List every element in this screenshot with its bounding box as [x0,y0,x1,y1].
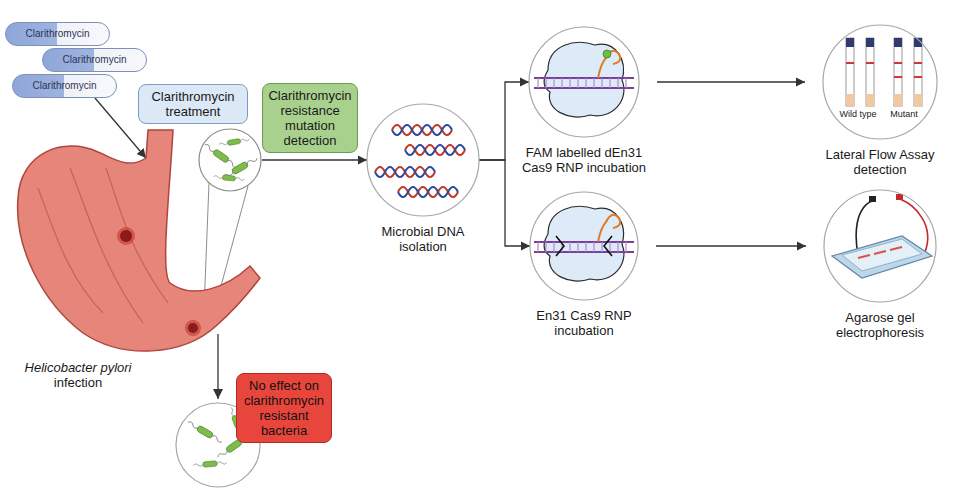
dna-strand [398,187,458,197]
process-box: Clarithromycin resistance mutation detec… [262,83,358,153]
dna-strand [375,167,435,177]
ulcer-halo [185,320,201,336]
strip-line [846,62,854,64]
process-box: No effect on clarithromycin resistant ba… [236,373,332,443]
outcome-arrow [217,334,218,399]
pill-capsule: Clarithromycin [5,22,110,46]
node-label: Wild type [835,109,881,120]
node-label: Helicobacter pylori infection [16,360,140,390]
strip-line [914,76,922,78]
strip [866,38,874,106]
bacterium [193,460,227,468]
gel-tray [832,236,932,278]
fam-label-dot [603,50,611,58]
dna-helices [375,125,465,197]
step-circle: Agarose gel electrophoresis [823,189,937,340]
plug [869,196,876,202]
cas9-complex [534,42,634,117]
node-label: Clarithromycin [43,49,146,71]
bacterium [213,174,244,182]
node-label: Mutant [881,109,927,120]
flow-arrow [262,159,367,160]
strip-pad [914,94,922,106]
strip-band [846,38,854,47]
strip-line [914,62,922,64]
strip-line [894,76,902,78]
node-label: Clarithromycin [13,75,116,97]
circle-shape [823,189,937,303]
dna-strand [392,125,452,135]
stomach-illustration: Helicobacter pylori infection [8,128,266,390]
bacteria-group [203,137,258,182]
strip [914,38,922,106]
lateral-flow-strips [846,38,922,106]
circle-outline [823,25,937,139]
bacterium [218,137,249,147]
strip-line [894,62,902,64]
flow-arrow [656,245,806,246]
pill-capsule: Clarithromycin [12,74,117,98]
cut-mark [556,236,612,256]
node-label: FAM labelled dEn31 Cas9 RNP incubation [514,145,654,175]
node-label: Clarithromycin treatment [144,89,242,119]
strip [894,38,902,106]
flow-arrow [657,81,805,82]
node-label: Clarithromycin [6,23,109,45]
node-label: En31 Cas9 RNP incubation [524,308,644,338]
circle-shape [366,103,480,217]
circle-outline [529,27,639,137]
stomach-folds [38,168,168,323]
strip-pad [894,94,902,106]
dna-strand [405,145,465,155]
pill-capsule: Clarithromycin [42,48,147,72]
circle-shape [822,24,938,140]
label-row: Wild typeMutant [822,109,938,120]
ulcer [188,323,198,333]
strip [846,38,854,106]
node-label: Agarose gel electrophoresis [825,310,935,340]
circle-outline [530,192,638,300]
strip-line [866,62,874,64]
process-box: Clarithromycin treatment [138,84,248,124]
ulcer-halo [117,227,135,245]
node-label: No effect on clarithromycin resistant ba… [242,378,326,438]
strip-pad [846,94,854,106]
zoom-circle [199,129,261,191]
step-circle: FAM labelled dEn31 Cas9 RNP incubation [528,26,640,175]
strip-pad [866,94,874,106]
circle-outline [824,190,936,302]
circle-shape [529,191,639,301]
dna-strand [375,167,435,177]
step-circle: Wild typeMutantLateral Flow Assay detect… [822,24,938,177]
node-label: Clarithromycin resistance mutation detec… [268,88,352,148]
ulcer [120,230,132,242]
gel-box [832,194,932,278]
flow-arrow [479,82,529,160]
strip-band [894,38,902,47]
dna-strand [398,187,458,197]
step-circle: Microbial DNA isolation [366,103,480,254]
bacterium [203,142,239,170]
gel-slab [842,239,922,271]
circle-shape [528,26,640,138]
dna-strand [405,145,465,155]
node-label: Microbial DNA isolation [366,224,480,254]
gel-bands [858,247,902,258]
cas9-complex [534,206,634,281]
bacterium [186,419,223,444]
circle-outline [367,104,479,216]
stomach-shape [8,128,266,358]
step-circle: En31 Cas9 RNP incubation [529,191,639,338]
strip-band [866,38,874,47]
dna-strand [392,125,452,135]
node-label: Lateral Flow Assay detection [820,147,940,177]
